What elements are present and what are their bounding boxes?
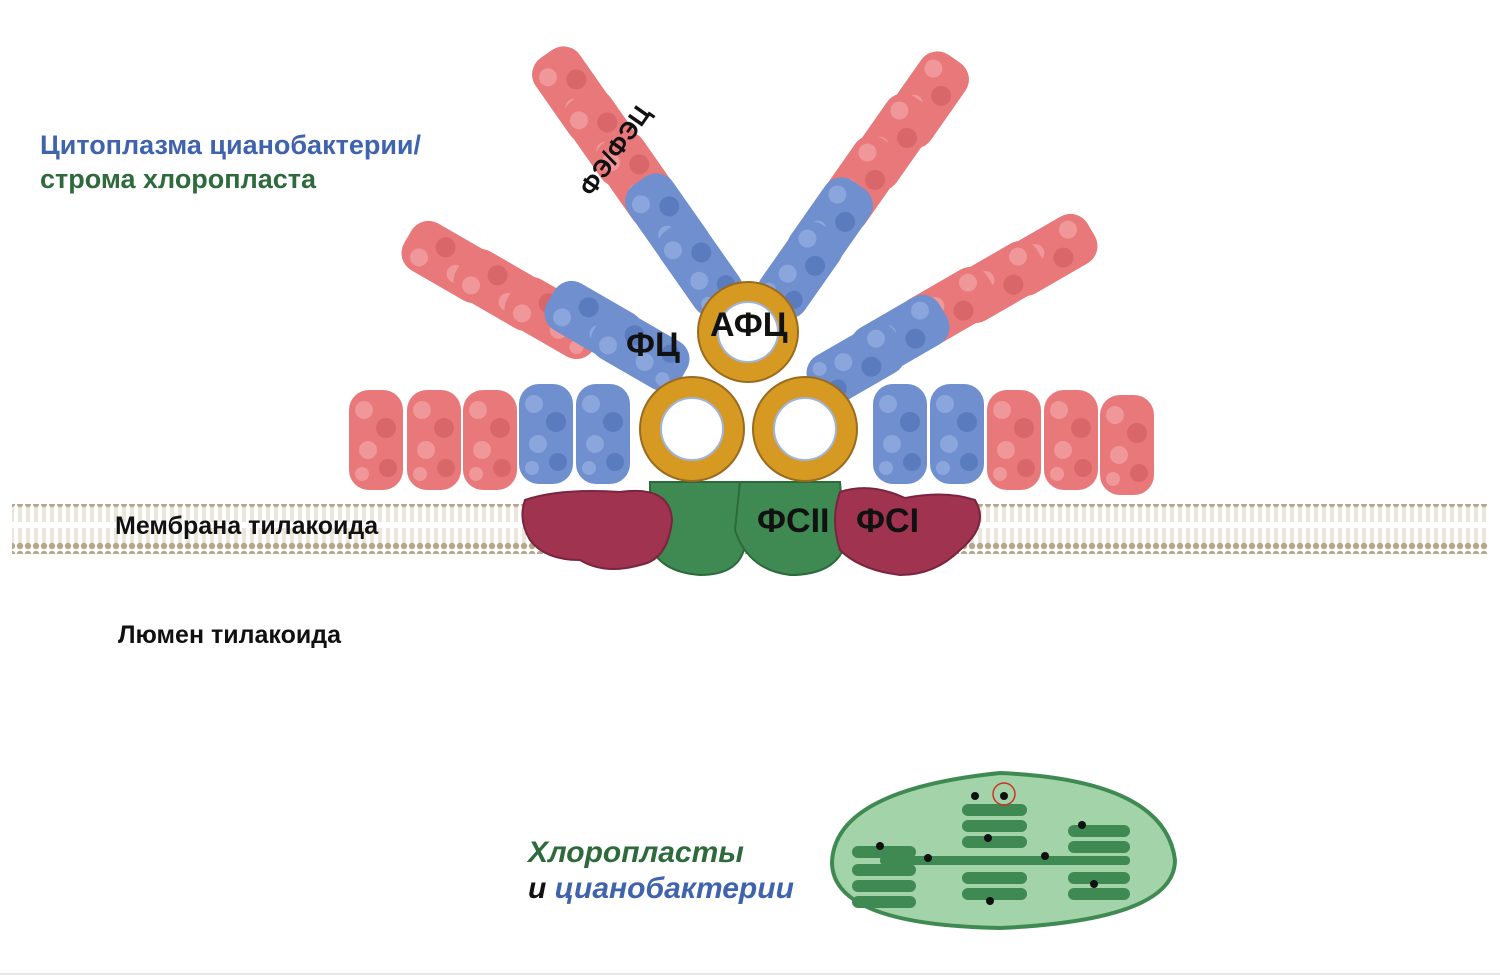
chloroplast-illustration	[829, 770, 1178, 931]
psii-label: ФСII	[757, 502, 830, 540]
lumen-label: Люмен тилакоида	[118, 621, 341, 649]
pe-disc	[987, 390, 1041, 490]
psi-complex-right	[834, 487, 981, 577]
pc-disc	[576, 384, 630, 484]
apc-label: АФЦ	[710, 306, 788, 344]
psi-complex-left	[521, 489, 674, 570]
pe-disc	[1100, 395, 1154, 495]
apc-core	[639, 281, 858, 482]
pc-label: ФЦ	[626, 326, 680, 364]
pc-disc	[519, 384, 573, 484]
psii-complex	[649, 481, 847, 577]
cytoplasm-label: Цитоплазма цианобактерии/	[40, 130, 422, 160]
and-label: и	[528, 872, 547, 905]
pc-disc	[873, 384, 927, 484]
membrane-label: Мембрана тилакоида	[115, 512, 379, 540]
pe-disc	[463, 390, 517, 490]
pe-disc	[349, 390, 403, 490]
stroma-label: строма хлоропласта	[40, 164, 317, 194]
psi-label: ФСI	[856, 502, 920, 540]
compartment-label-cytoplasm: Цитоплазма цианобактерии/ строма хлоропл…	[40, 128, 421, 196]
cyanobacteria-label: цианобактерии	[554, 872, 794, 905]
pe-disc	[407, 390, 461, 490]
pc-disc	[930, 384, 984, 484]
pe-disc	[1044, 390, 1098, 490]
organism-caption: Хлоропласты и цианобактерии	[528, 835, 794, 907]
chloroplasts-label: Хлоропласты	[528, 836, 744, 869]
